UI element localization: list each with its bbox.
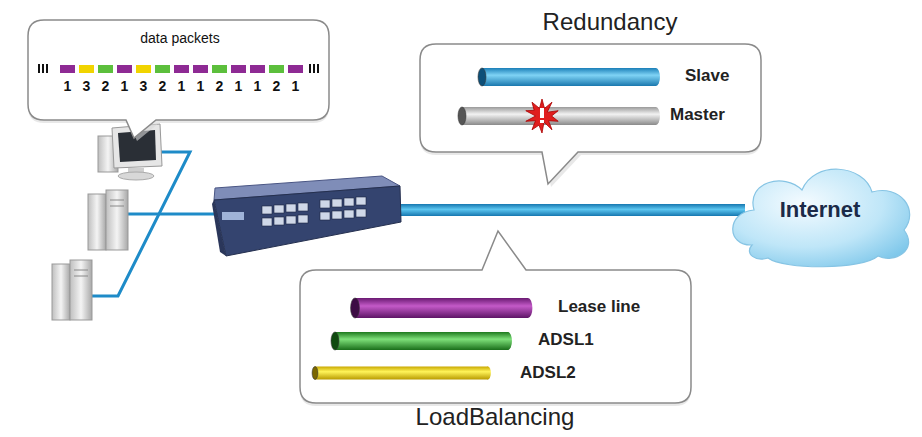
packet-number: 1 xyxy=(178,78,186,94)
failure-mark xyxy=(540,108,544,118)
packet-number: 1 xyxy=(121,78,129,94)
adsl1-link xyxy=(331,332,512,350)
speech-bubble xyxy=(28,20,329,138)
adsl2-link xyxy=(312,367,491,380)
packet-number: 1 xyxy=(292,78,300,94)
bubble-heading: LoadBalancing xyxy=(416,403,575,431)
packet-number: 2 xyxy=(273,78,281,94)
lan-wire xyxy=(92,152,222,296)
speech-bubble xyxy=(300,231,691,403)
link-label: Master xyxy=(670,105,725,125)
packet-number: 3 xyxy=(140,78,148,94)
workstation-icon xyxy=(98,124,162,180)
slave-link xyxy=(478,68,660,86)
cloud-label: Internet xyxy=(780,197,861,222)
link-label: Slave xyxy=(685,66,729,86)
speech-bubble xyxy=(420,44,761,184)
loadbalance-node: LoadBalancing Lease lineADSL1ADSL2 xyxy=(300,225,695,435)
server-icon xyxy=(52,260,92,320)
packet-number: 1 xyxy=(235,78,243,94)
cloud-node: Internet xyxy=(722,150,917,270)
failure-burst xyxy=(526,99,558,133)
bubble-heading: Redundancy xyxy=(543,8,678,36)
redundancy-node: RedundancySlaveMaster xyxy=(420,2,765,187)
wan-link xyxy=(395,204,745,216)
link-label: ADSL2 xyxy=(520,363,576,383)
failure-mark xyxy=(540,120,544,123)
packets-node: data packets1321321121121 xyxy=(28,20,333,142)
packet-number: 3 xyxy=(83,78,91,94)
master-link xyxy=(458,107,660,125)
packet-number: 1 xyxy=(254,78,262,94)
link-label: ADSL1 xyxy=(538,330,594,350)
bubble-heading: data packets xyxy=(140,30,219,46)
packet-stream-marks xyxy=(38,64,319,73)
packet-number: 1 xyxy=(64,78,72,94)
packet-number: 2 xyxy=(102,78,110,94)
data-packet xyxy=(60,65,303,73)
internet-cloud xyxy=(733,169,910,267)
server-icon xyxy=(88,190,128,250)
lease-line-link xyxy=(351,298,533,318)
packet-number: 2 xyxy=(216,78,224,94)
packet-number: 2 xyxy=(159,78,167,94)
link-label: Lease line xyxy=(558,297,640,317)
packet-number: 1 xyxy=(197,78,205,94)
router-device xyxy=(212,176,401,256)
